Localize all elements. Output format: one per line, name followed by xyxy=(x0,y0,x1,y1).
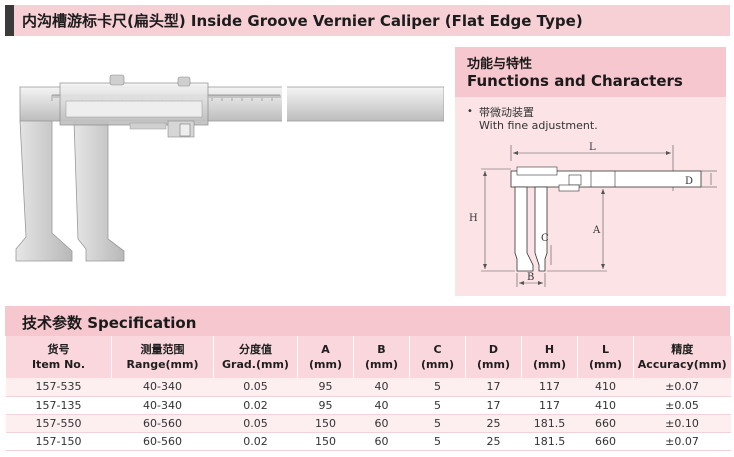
cell-accuracy: ±0.07 xyxy=(633,378,731,397)
features-header: 功能与特性 Functions and Characters xyxy=(455,47,726,97)
cell-item-no: 157-550 xyxy=(5,414,112,433)
cell-h: 117 xyxy=(521,378,578,397)
col-label-en: Range(mm) xyxy=(126,358,199,371)
label-H: H xyxy=(469,213,478,224)
cell-b: 40 xyxy=(353,396,410,415)
col-label-cn: 精度 xyxy=(671,343,694,356)
cell-l: 410 xyxy=(577,396,634,415)
cell-range: 60-560 xyxy=(111,414,214,433)
col-label-cn: 货号 xyxy=(47,343,70,356)
cell-l: 660 xyxy=(577,432,634,451)
col-l: L (mm) xyxy=(577,336,634,378)
cell-h: 117 xyxy=(521,396,578,415)
features-panel: 功能与特性 Functions and Characters • 带微动装置 W… xyxy=(455,47,726,296)
cell-accuracy: ±0.10 xyxy=(633,414,731,433)
feature-item-cn: 带微动装置 xyxy=(479,106,534,119)
cell-accuracy: ±0.05 xyxy=(633,396,731,415)
col-label-en: Accuracy(mm) xyxy=(637,358,727,371)
cell-d: 17 xyxy=(465,378,522,397)
col-accuracy: 精度 Accuracy(mm) xyxy=(633,336,731,378)
col-label-cn: L xyxy=(601,343,609,356)
cell-accuracy: ±0.07 xyxy=(633,432,731,451)
col-c: C (mm) xyxy=(409,336,466,378)
col-label-en: Grad.(mm) xyxy=(222,358,289,371)
spec-header-row: 货号 Item No. 测量范围 Range(mm) 分度值 Grad.(mm) A (… xyxy=(5,336,731,378)
dimension-diagram: L D H A xyxy=(469,142,717,287)
col-label-cn: D xyxy=(488,343,499,356)
col-label-en: Item No. xyxy=(31,358,86,371)
col-a: A (mm) xyxy=(297,336,354,378)
col-label-cn: 测量范围 xyxy=(140,343,185,356)
cell-d: 25 xyxy=(465,414,522,433)
col-label-cn: A xyxy=(321,343,330,356)
col-label-en: (mm) xyxy=(589,358,622,371)
spec-table: 货号 Item No. 测量范围 Range(mm) 分度值 Grad.(mm) A (… xyxy=(5,336,731,451)
cell-a: 95 xyxy=(297,378,354,397)
col-label-en: (mm) xyxy=(309,358,342,371)
cell-grad: 0.02 xyxy=(213,396,298,415)
cell-c: 5 xyxy=(409,378,466,397)
cell-h: 181.5 xyxy=(521,414,578,433)
col-label-en: (mm) xyxy=(365,358,398,371)
cell-c: 5 xyxy=(409,396,466,415)
col-item-no: 货号 Item No. xyxy=(5,336,112,378)
cell-b: 60 xyxy=(353,414,410,433)
label-B: B xyxy=(527,272,534,283)
table-row: 157-135 40-340 0.02 95 40 5 17 117 410 ±… xyxy=(5,396,731,415)
cell-d: 17 xyxy=(465,396,522,415)
cell-range: 40-340 xyxy=(111,378,214,397)
cell-range: 60-560 xyxy=(111,432,214,451)
cell-grad: 0.05 xyxy=(213,414,298,433)
table-row: 157-550 60-560 0.05 150 60 5 25 181.5 66… xyxy=(5,414,731,433)
features-heading-cn: 功能与特性 xyxy=(467,57,533,72)
col-label-en: (mm) xyxy=(533,358,566,371)
cell-l: 660 xyxy=(577,414,634,433)
spec-title: 技术参数 Specification xyxy=(22,314,197,332)
cell-item-no: 157-150 xyxy=(5,432,112,451)
col-label-cn: H xyxy=(544,343,555,356)
col-d: D (mm) xyxy=(465,336,522,378)
table-row: 157-150 60-560 0.02 150 60 5 25 181.5 66… xyxy=(5,432,731,451)
cell-l: 410 xyxy=(577,378,634,397)
label-L: L xyxy=(589,142,596,153)
col-label-en: (mm) xyxy=(421,358,454,371)
cell-b: 60 xyxy=(353,432,410,451)
cell-c: 5 xyxy=(409,432,466,451)
label-A: A xyxy=(592,225,601,236)
cell-item-no: 157-535 xyxy=(5,378,112,397)
cell-b: 40 xyxy=(353,378,410,397)
caliper-photo xyxy=(15,74,444,262)
col-label-cn: B xyxy=(377,343,386,356)
col-label-cn: C xyxy=(433,343,442,356)
cell-a: 150 xyxy=(297,432,354,451)
cell-range: 40-340 xyxy=(111,396,214,415)
cell-a: 95 xyxy=(297,396,354,415)
cell-c: 5 xyxy=(409,414,466,433)
cell-a: 150 xyxy=(297,414,354,433)
col-grad: 分度值 Grad.(mm) xyxy=(213,336,298,378)
cell-grad: 0.02 xyxy=(213,432,298,451)
bullet-icon: • xyxy=(467,106,473,117)
table-row: 157-535 40-340 0.05 95 40 5 17 117 410 ±… xyxy=(5,378,731,397)
col-label-en: (mm) xyxy=(477,358,510,371)
col-b: B (mm) xyxy=(353,336,410,378)
features-heading-en: Functions and Characters xyxy=(467,72,683,90)
cell-d: 25 xyxy=(465,432,522,451)
label-C: C xyxy=(541,233,549,244)
cell-h: 181.5 xyxy=(521,432,578,451)
title-bar: 内沟槽游标卡尺(扁头型) Inside Groove Vernier Calip… xyxy=(5,5,730,36)
col-range: 测量范围 Range(mm) xyxy=(111,336,214,378)
page-title: 内沟槽游标卡尺(扁头型) Inside Groove Vernier Calip… xyxy=(22,12,583,30)
col-label-cn: 分度值 xyxy=(239,343,272,356)
cell-grad: 0.05 xyxy=(213,378,298,397)
cell-item-no: 157-135 xyxy=(5,396,112,415)
col-h: H (mm) xyxy=(521,336,578,378)
spec-header: 技术参数 Specification xyxy=(5,306,730,336)
title-accent-bar xyxy=(5,5,14,36)
label-D: D xyxy=(685,176,693,187)
feature-item-en: With fine adjustment. xyxy=(479,119,598,132)
